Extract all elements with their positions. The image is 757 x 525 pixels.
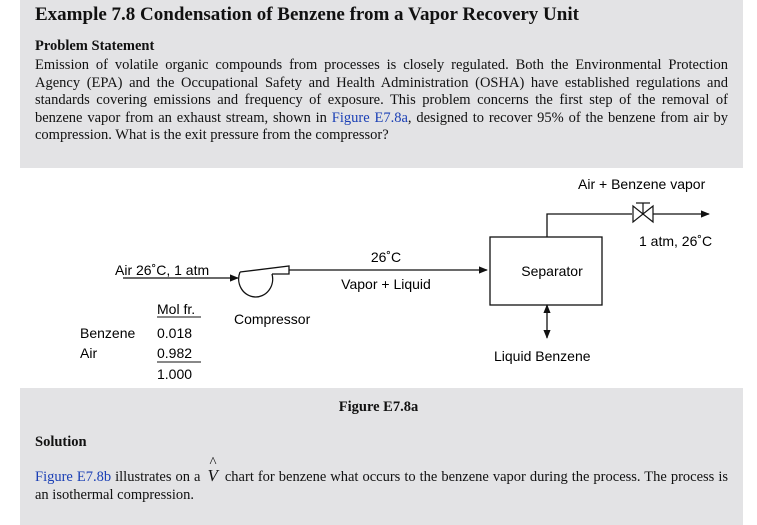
valve-icon xyxy=(632,202,654,224)
compressor-symbol xyxy=(238,265,290,298)
process-flow-diagram: Air 26˚C, 1 atm Compressor 26˚C Vapor + … xyxy=(80,176,712,382)
solution-heading: Solution xyxy=(35,434,87,450)
benzene-fraction: 0.018 xyxy=(157,325,192,341)
example-title: Example 7.8 Condensation of Benzene from… xyxy=(35,4,579,25)
solution-text: Figure E7.8b illustrates on a ^V chart f… xyxy=(35,455,729,504)
vapor-outlet-line xyxy=(546,213,632,237)
mol-fraction-header: Mol fr. xyxy=(157,301,195,317)
problem-statement: Emission of volatile organic compounds f… xyxy=(35,57,728,145)
air-fraction: 0.982 xyxy=(157,345,192,361)
air-label: Air xyxy=(80,345,97,361)
problem-text-2: , designed to recover 95% of the benzene… xyxy=(35,109,729,144)
figure-e78b-link[interactable]: Figure E7.8b xyxy=(35,469,112,485)
problem-text-1: Emission of volatile organic compounds f… xyxy=(35,57,728,126)
feed-conditions-label: Air 26˚C, 1 atm xyxy=(115,262,209,278)
solution-text-1: illustrates on a xyxy=(111,469,205,485)
liquid-benzene-label: Liquid Benzene xyxy=(494,348,591,364)
total-fraction: 1.000 xyxy=(157,366,192,382)
separator-box xyxy=(489,236,603,306)
solution-text-2: chart for benzene what occurs to the ben… xyxy=(35,469,729,503)
benzene-label: Benzene xyxy=(80,325,135,341)
separator-label: Separator xyxy=(521,263,583,279)
top-conditions-label: 1 atm, 26˚C xyxy=(639,233,712,249)
figure-caption: Figure E7.8a xyxy=(338,399,419,415)
problem-heading: Problem Statement xyxy=(35,38,155,54)
process-flow-figure: Air 26˚C, 1 atm Compressor 26˚C Vapor + … xyxy=(20,168,743,388)
mid-phase-label: Vapor + Liquid xyxy=(341,276,431,292)
specific-volume-symbol: ^V xyxy=(207,455,218,485)
composition-table: Mol fr. Benzene 0.018 Air 0.982 1.000 xyxy=(80,301,201,382)
top-stream-label: Air + Benzene vapor xyxy=(578,176,706,192)
figure-e78a-link[interactable]: Figure E7.8a xyxy=(331,109,408,126)
mid-temperature-label: 26˚C xyxy=(371,249,401,265)
compressor-label: Compressor xyxy=(234,311,311,327)
